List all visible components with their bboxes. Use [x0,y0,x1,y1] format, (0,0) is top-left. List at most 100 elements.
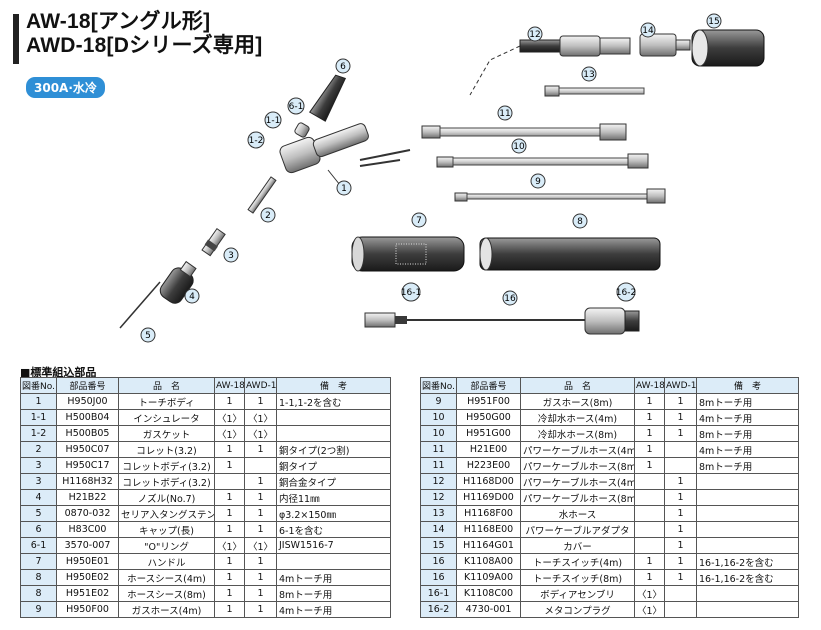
cell-awd18: 1 [664,425,697,442]
cell-remarks: 4mトーチ用 [696,441,799,458]
callout-16-2: 16-2 [616,282,636,302]
parts-table-right: 図番No. 部品番号 品 名 AW-18 AWD-18 備 考 9H951F00… [420,377,799,618]
cell-remarks [696,537,799,554]
cell-part-number: H500B05 [56,425,119,442]
cell-part-number: H950E01 [56,553,119,570]
cell-part-number: H951G00 [456,425,521,442]
cell-aw18 [214,473,245,490]
cell-remarks: 6-1を含む [276,521,391,538]
cell-awd18: 1 [664,537,697,554]
callout-1-2: 1-2 [247,131,265,149]
cell-awd18 [664,601,697,618]
callout-6: 6 [335,58,351,74]
cell-part-number: K1109A00 [456,569,521,586]
cell-awd18: 1 [244,441,277,458]
cell-part-number: H21B22 [56,489,119,506]
callout-1-1: 1-1 [264,111,282,129]
cell-awd18: 1 [244,473,277,490]
cell-aw18: 1 [214,569,245,586]
callout-3: 3 [223,247,239,263]
cell-name: セリア入タングステン電極 [118,505,215,522]
cell-awd18: 1 [244,585,277,602]
cell-part-number: H21E00 [456,441,521,458]
section-label: ■標準組込部品 [20,366,97,379]
cell-no: 9 [20,601,57,618]
callout-14: 14 [640,22,656,38]
cell-part-number: H1164G01 [456,537,521,554]
hose-set [351,29,765,335]
cell-awd18: 〈1〉 [244,409,277,426]
cell-no: 11 [420,441,457,458]
cell-remarks: 8mトーチ用 [696,393,799,410]
header-awd18: AWD-18 [244,377,277,394]
cell-awd18: 1 [244,601,277,618]
cell-no: 1-1 [20,409,57,426]
cell-part-number: H950C07 [56,441,119,458]
cell-awd18: 1 [244,553,277,570]
cell-no: 4 [20,489,57,506]
cell-name: インシュレータ [118,409,215,426]
cell-aw18: 1 [634,441,665,458]
cell-remarks: JISW1516-7 [276,537,391,554]
cell-part-number: H950F00 [56,601,119,618]
cell-no: 3 [20,473,57,490]
svg-text:10: 10 [513,142,525,152]
cell-name: パワーケーブルホース(4m) [520,473,635,490]
callout-4: 4 [184,288,200,304]
callout-1: 1 [327,169,352,196]
cell-part-number: 0870-032 [56,505,119,522]
cell-remarks: 16-1,16-2を含む [696,569,799,586]
header-remarks: 備 考 [276,377,391,394]
cell-part-number: H83C00 [56,521,119,538]
cell-name: キャップ(長) [118,521,215,538]
callout-16: 16 [502,290,518,306]
header-name: 品 名 [118,377,215,394]
svg-text:16-1: 16-1 [401,288,421,298]
cell-name: ガスホース(8m) [520,393,635,410]
cell-aw18: 1 [634,457,665,474]
cell-awd18: 1 [664,409,697,426]
cell-aw18: 1 [214,601,245,618]
svg-text:13: 13 [583,70,594,80]
callout-2: 2 [260,207,276,223]
amperage-badge: 300A·水冷 [26,77,105,98]
cell-no: 16-1 [420,585,457,602]
cell-no: 3 [20,457,57,474]
cell-no: 11 [420,457,457,474]
callout-13: 13 [581,66,597,82]
title-block: AW-18[アングル形] AWD-18[Dシリーズ専用] [26,10,262,58]
cell-awd18: 1 [664,393,697,410]
cell-aw18: 〈1〉 [634,585,665,602]
cell-remarks: 4mトーチ用 [276,569,391,586]
cell-no: 16-2 [420,601,457,618]
cell-aw18: 1 [214,553,245,570]
header-name: 品 名 [520,377,635,394]
cell-name: パワーケーブルホース(8m) [520,489,635,506]
callout-8: 8 [572,213,588,229]
title-accent-bar [13,14,19,64]
svg-text:2: 2 [265,211,271,221]
cell-awd18: 1 [244,569,277,586]
header-remarks: 備 考 [696,377,799,394]
cell-part-number: 4730-001 [456,601,521,618]
cell-awd18: 1 [664,569,697,586]
cell-part-number: K1108C00 [456,585,521,602]
svg-text:6: 6 [340,62,346,72]
cell-no: 6-1 [20,537,57,554]
header-part-number: 部品番号 [56,377,119,394]
cell-name: ボディアセンブリ [520,585,635,602]
svg-text:11: 11 [499,109,510,119]
